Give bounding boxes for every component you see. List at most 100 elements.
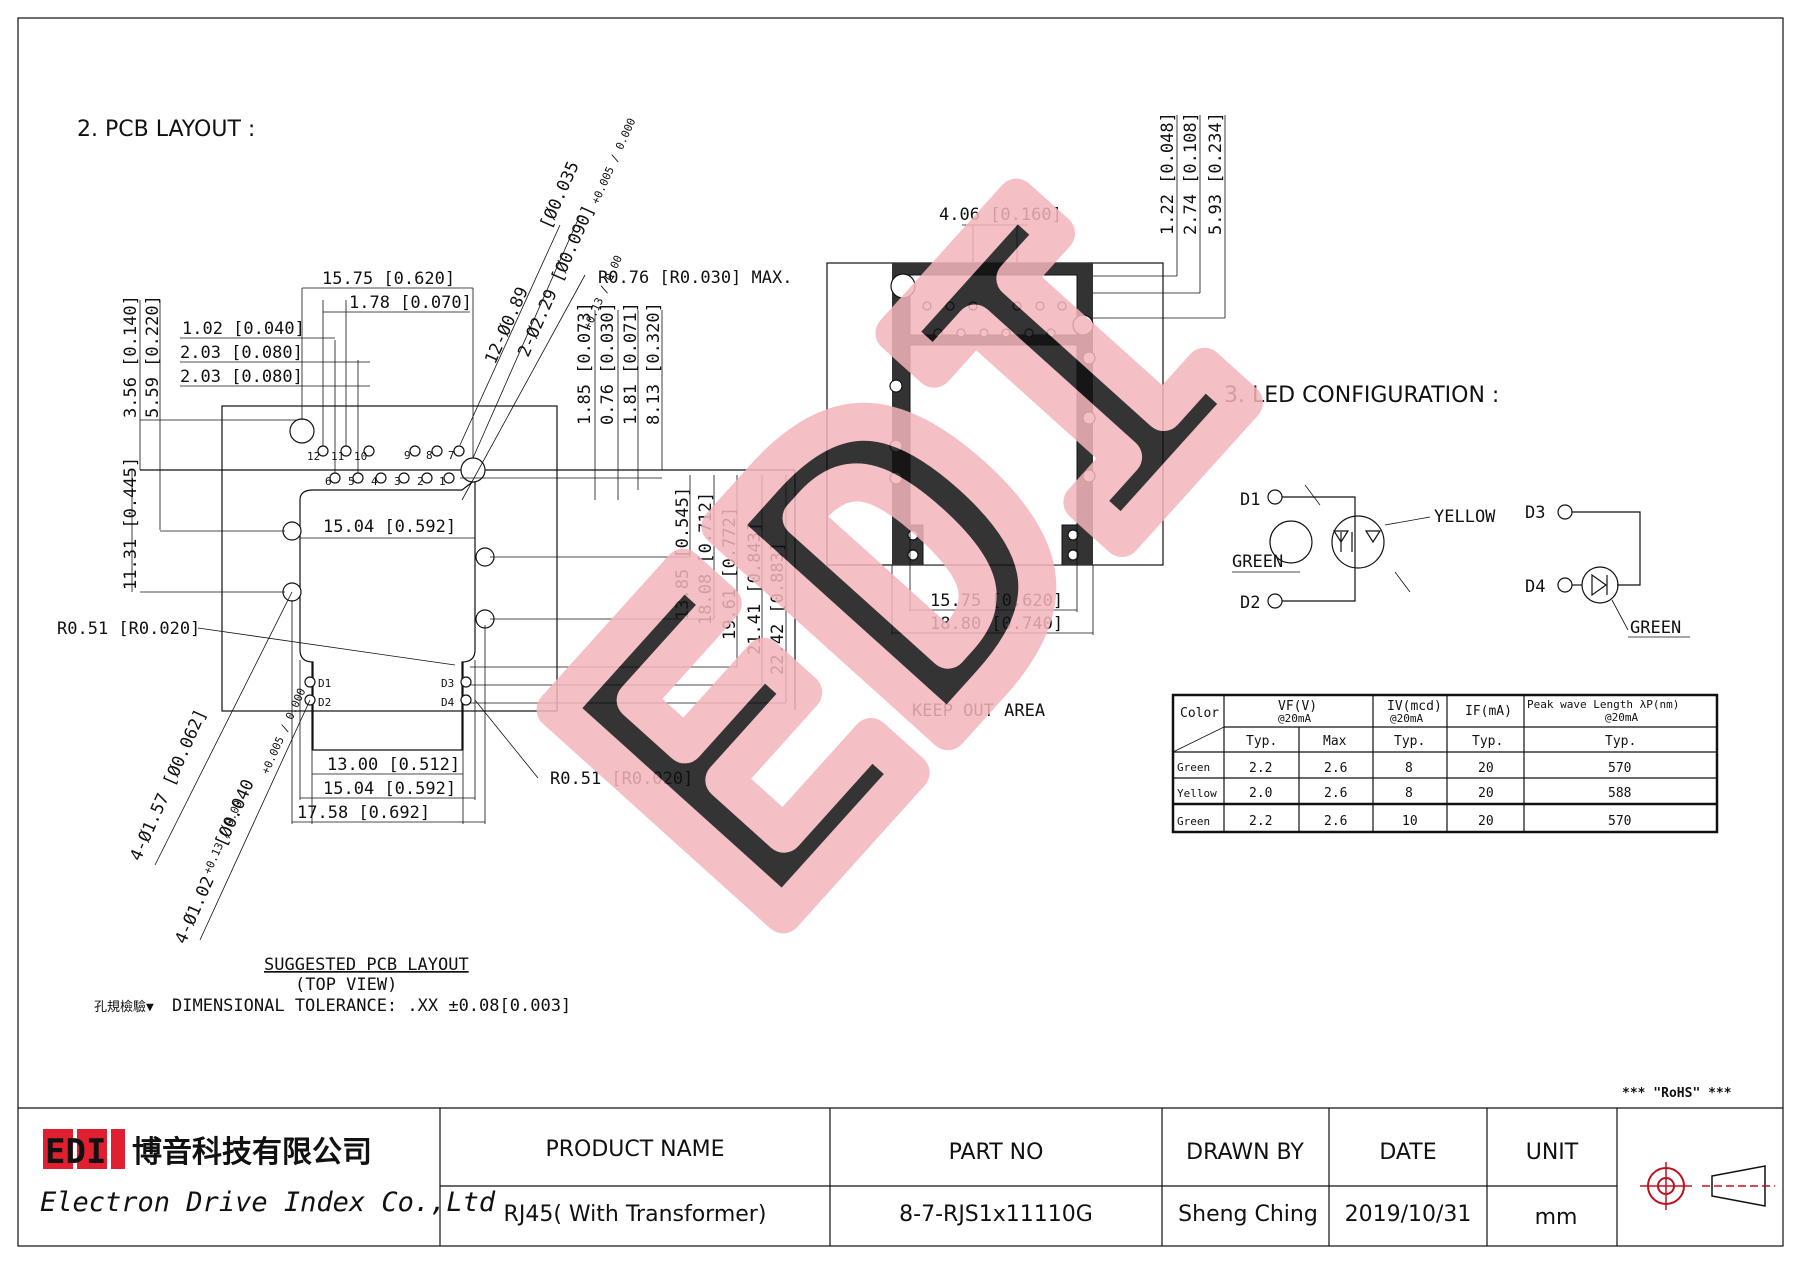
dim-15-04-bottom: 15.04 [0.592] — [323, 779, 456, 799]
r051-left-label: R0.51 [R0.020] — [57, 619, 200, 639]
led-schematic: D1 D2 YELLOW GREEN D3 D4 GREEN — [1232, 484, 1690, 638]
header-drawn-by: DRAWN BY — [1186, 1140, 1304, 1165]
product-name-value: RJ45( With Transformer) — [504, 1202, 767, 1227]
table-cell: 10 — [1402, 814, 1418, 829]
table-cell: 20 — [1478, 786, 1494, 801]
logo-block-d — [77, 1129, 107, 1169]
table-header-vf-sub: @20mA — [1278, 712, 1311, 725]
table-cell: 20 — [1478, 814, 1494, 829]
pin-number: 8 — [426, 449, 433, 462]
rohs-mark: *** "RoHS" *** — [1622, 1086, 1732, 1101]
shield-hole — [282, 521, 302, 541]
dim-3-56: 3.56 [0.140] — [121, 295, 141, 418]
pin-number: 7 — [448, 449, 455, 462]
table-cell: 588 — [1608, 786, 1631, 801]
company-name-en: Electron Drive Index Co.,Ltd — [40, 1187, 496, 1218]
led-pin-label: D2 — [318, 696, 331, 709]
pin-number: 4 — [371, 475, 378, 488]
dim-21-41: 21.41 [0.843] — [745, 522, 765, 655]
table-sub-typ: Typ. — [1394, 734, 1425, 749]
table-row: Green 2.2 2.6 10 20 570 — [1177, 814, 1631, 829]
r051-right-label: R0.51 [R0.020] — [550, 769, 693, 789]
dim-0-76: 0.76 [0.030] — [598, 302, 618, 425]
table-cell: Green — [1177, 761, 1210, 774]
table-sub-typ: Typ. — [1605, 734, 1636, 749]
projection-symbol-icon — [1640, 1162, 1775, 1210]
pin-number: 10 — [354, 450, 367, 463]
signal-pin — [363, 445, 375, 457]
table-cell: 2.0 — [1249, 786, 1272, 801]
top-view-caption: (TOP VIEW) — [295, 975, 397, 995]
table-sub-typ: Typ. — [1246, 734, 1277, 749]
pin-number: 1 — [439, 475, 446, 488]
dim-2-03-a: 2.03 [0.080] — [180, 343, 303, 363]
sheet-border — [17, 17, 1784, 1247]
led-config-heading: 3. LED CONFIGURATION : — [1224, 383, 1499, 408]
dim-13-00: 13.00 [0.512] — [327, 755, 460, 775]
edi-watermark: EDI — [452, 97, 1361, 1026]
hole-12-inch-tolerance: +0.005 / 0.000 — [589, 116, 639, 206]
dim-18-08: 18.08 [0.712] — [696, 492, 716, 625]
dim-15-75: 15.75 [0.620] — [322, 269, 455, 289]
led-d2-label: D2 — [1240, 593, 1260, 613]
led-d4-label: D4 — [1525, 577, 1545, 597]
table-header-iv-sub: @20mA — [1390, 712, 1423, 725]
keepout-dim-4-06: 4.06 [0.160] — [939, 205, 1062, 225]
led-yellow-label: YELLOW — [1434, 507, 1496, 527]
hole-102-inch-tolerance: +0.005 / 0.000 — [259, 686, 309, 776]
green-led-symbol — [1581, 566, 1619, 604]
company-logo: EDI — [45, 1132, 106, 1172]
table-header-if: IF(mA) — [1465, 704, 1512, 719]
dim-1-81: 1.81 [0.071] — [621, 302, 641, 425]
dim-8-13: 8.13 [0.320] — [644, 302, 664, 425]
keepout-dim-1-22: 1.22 [0.048] — [1158, 112, 1178, 235]
led-pin — [460, 676, 472, 688]
pin-number: 9 — [404, 449, 411, 462]
keepout-dim-18-80: 18.80 [0.740] — [930, 614, 1063, 634]
signal-pin — [375, 472, 387, 484]
date-value: 2019/10/31 — [1345, 1202, 1472, 1227]
dim-1-02: 1.02 [0.040] — [182, 319, 305, 339]
led-d1-label: D1 — [1240, 490, 1260, 510]
signal-pin — [421, 472, 433, 484]
logo-block-e — [43, 1129, 73, 1169]
keepout-dim-15-75: 15.75 [0.620] — [930, 591, 1063, 611]
table-sub-max: Max — [1323, 734, 1347, 749]
table-cell: 8 — [1405, 786, 1413, 801]
signal-pin — [409, 445, 421, 457]
table-cell: 2.6 — [1324, 814, 1347, 829]
dim-1-85: 1.85 [0.073] — [575, 302, 595, 425]
dim-22-42: 22.42 [0.883] — [768, 542, 788, 675]
dim-13-85: 13.85 [0.545] — [673, 487, 693, 620]
table-cell: 2.2 — [1249, 814, 1272, 829]
company-name-cn: 博音科技有限公司 — [132, 1135, 372, 1170]
logo-block-i — [111, 1129, 125, 1169]
table-row: Yellow 2.0 2.6 8 20 588 — [1177, 786, 1631, 801]
connector-body-outline — [221, 405, 558, 712]
signal-pin — [398, 472, 410, 484]
header-part-no: PART NO — [949, 1140, 1044, 1165]
dim-1-78: 1.78 [0.070] — [349, 293, 472, 313]
locating-hole-left — [289, 418, 315, 444]
footprint-outline — [299, 478, 476, 751]
drawn-by-value: Sheng Ching — [1178, 1202, 1318, 1227]
hole-102-callout: 4-Ø1.02 — [171, 873, 218, 947]
dim-15-04-top: 15.04 [0.592] — [323, 517, 456, 537]
led-green-label-2: GREEN — [1630, 618, 1681, 638]
tolerance-note: DIMENSIONAL TOLERANCE: .XX ±0.08[0.003] — [172, 996, 571, 1016]
pin-number: 3 — [394, 475, 401, 488]
title-block: EDI 博音科技有限公司 Electron Drive Index Co.,Lt… — [40, 1108, 1775, 1246]
led-d3-label: D3 — [1525, 503, 1545, 523]
dim-17-58: 17.58 [0.692] — [297, 803, 430, 823]
dim-11-31: 11.31 [0.445] — [121, 457, 141, 590]
led-green-label-1: GREEN — [1232, 552, 1283, 572]
keep-out-caption: KEEP OUT AREA — [912, 701, 1045, 721]
header-product-name: PRODUCT NAME — [545, 1137, 724, 1162]
dim-2-03-b: 2.03 [0.080] — [180, 367, 303, 387]
header-unit: UNIT — [1526, 1140, 1579, 1165]
hole-157-callout: 4-Ø1.57 [Ø0.062] — [126, 706, 211, 864]
table-cell: 2.6 — [1324, 786, 1347, 801]
table-cell: Yellow — [1177, 787, 1217, 800]
signal-pin — [443, 472, 455, 484]
signal-pin — [453, 445, 465, 457]
